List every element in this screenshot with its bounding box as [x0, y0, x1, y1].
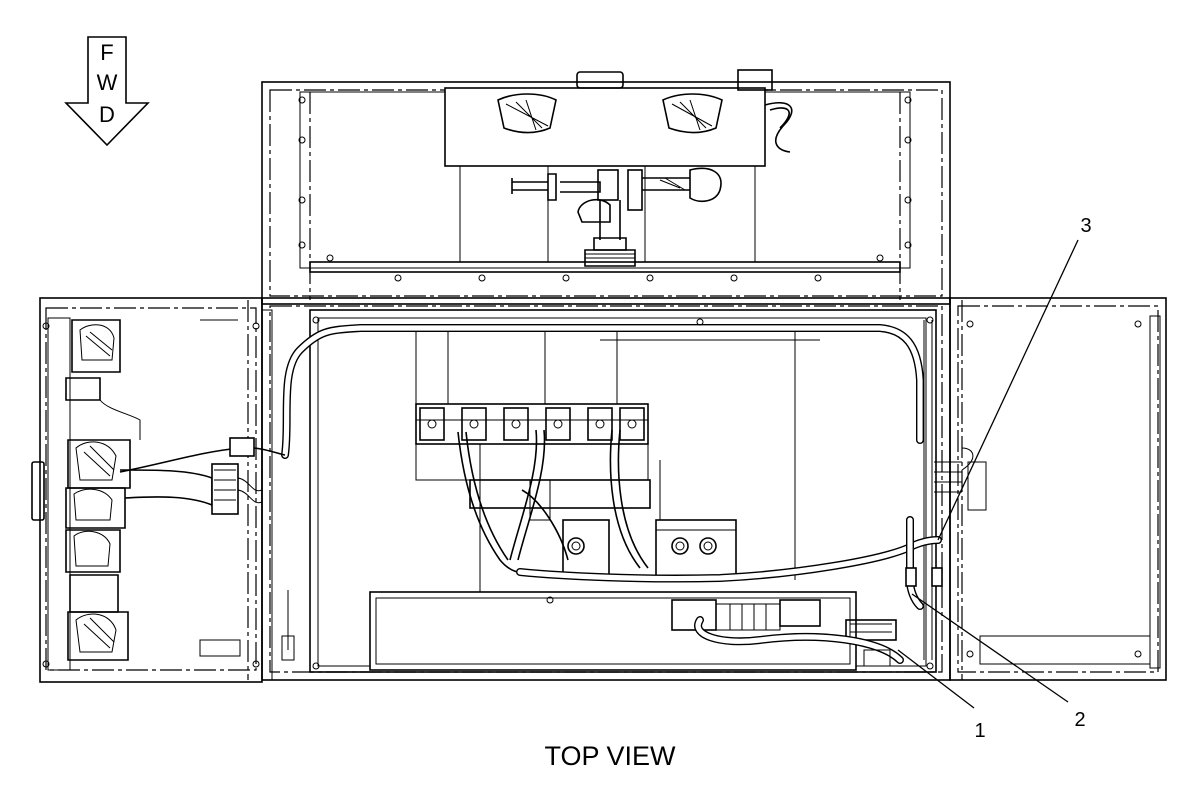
callout-3: 3: [1080, 215, 1091, 237]
leader-line-2: [911, 593, 1069, 703]
lower-connector: [671, 599, 897, 641]
leader-line-3: [937, 239, 1079, 541]
center-housing-bolts: [312, 316, 934, 670]
lower-electronics-box: [369, 591, 857, 671]
left-housing: [31, 297, 295, 683]
top-connector: [737, 69, 773, 91]
fwd-letter-w: W: [97, 70, 118, 95]
terminal-block: [415, 403, 651, 521]
fwd-letter-f: F: [100, 40, 113, 65]
center-housing: [119, 297, 951, 681]
view-caption: TOP VIEW: [544, 741, 676, 771]
forward-housing: [261, 69, 951, 305]
fwd-indicator: F W D: [64, 36, 150, 147]
leader-line-1: [897, 649, 975, 709]
down-arrow-icon: [64, 36, 150, 147]
bus-bar-studs: [562, 519, 737, 577]
right-housing: [934, 297, 1167, 681]
fwd-letter-d: D: [99, 102, 115, 127]
callout-1: 1: [974, 720, 985, 742]
box-handle: [576, 71, 624, 89]
callout-leaders: [897, 239, 1079, 709]
callout-2: 2: [1074, 709, 1085, 731]
left-blower-stack: [65, 319, 131, 661]
forward-housing-bolts: [298, 96, 912, 282]
